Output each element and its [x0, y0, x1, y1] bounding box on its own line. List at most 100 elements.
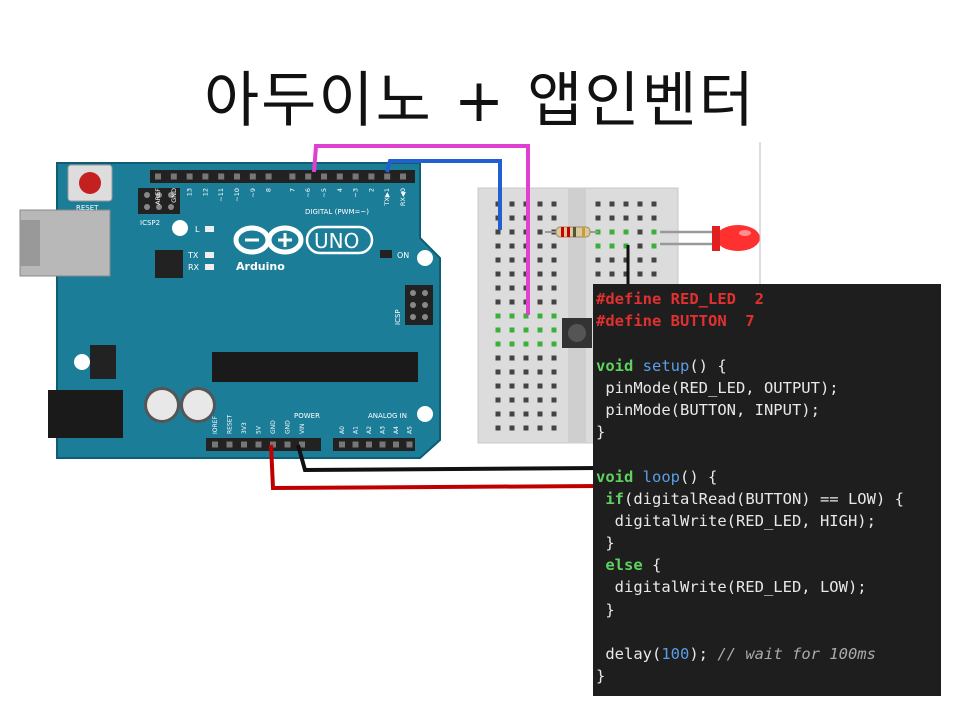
- breadboard-hole: [509, 271, 515, 277]
- digital-pin-label: 2: [367, 188, 375, 192]
- icsp2-header: [138, 188, 180, 214]
- digital-pin-hole: [289, 173, 296, 180]
- breadboard-hole: [595, 215, 601, 221]
- code-token: }: [596, 534, 615, 553]
- code-token: // wait for 100ms: [717, 645, 876, 663]
- power-pin-hole: [299, 441, 305, 448]
- analog-pin-hole: [339, 441, 345, 448]
- icsp2-label: ICSP2: [140, 219, 160, 227]
- breadboard-hole: [509, 257, 515, 263]
- breadboard-hole: [523, 369, 529, 375]
- code-token: void: [596, 467, 643, 486]
- code-token: 100: [661, 645, 690, 663]
- code-token: setup: [642, 356, 690, 375]
- breadboard-hole: [651, 215, 657, 221]
- analog-header: [333, 438, 415, 451]
- breadboard-hole: [509, 355, 515, 361]
- breadboard-hole: [509, 215, 515, 221]
- push-button: [562, 318, 592, 348]
- code-line: if(digitalRead(BUTTON) == LOW) {: [596, 488, 941, 510]
- code-line: else {: [596, 554, 941, 576]
- breadboard-hole: [509, 397, 515, 403]
- code-token: }: [596, 600, 615, 619]
- digital-pin-hole: [202, 173, 209, 180]
- breadboard-hole: [537, 257, 543, 263]
- breadboard-hole: [551, 341, 557, 347]
- breadboard-hole: [551, 313, 557, 319]
- analog-pin-hole: [366, 441, 372, 448]
- breadboard-hole: [537, 243, 543, 249]
- breadboard-hole: [495, 341, 501, 347]
- digital-header: [150, 170, 415, 183]
- digital-pin-hole: [155, 173, 161, 180]
- slide-title: 아두이노 + 앱인벤터: [203, 66, 757, 136]
- tx-led-label: TX: [187, 251, 199, 260]
- digital-pin-label: ~10: [233, 188, 241, 202]
- breadboard-hole: [523, 355, 529, 361]
- breadboard-hole: [537, 215, 543, 221]
- digital-pin-hole: [218, 173, 225, 180]
- code-token: if: [596, 489, 624, 508]
- breadboard-hole: [495, 355, 501, 361]
- analog-pin-label: A1: [353, 426, 360, 434]
- code-token: }: [596, 667, 606, 686]
- icsp-header: [405, 285, 433, 325]
- power-pin-hole: [284, 441, 291, 448]
- wire-pink: [312, 144, 530, 315]
- digital-pin-label: ~6: [304, 188, 312, 198]
- code-line: #define BUTTON 7: [596, 310, 941, 332]
- breadboard-hole: [509, 425, 515, 431]
- wire-black: [296, 444, 601, 473]
- digital-pin-hole: [186, 173, 193, 180]
- code-line: }: [596, 421, 941, 443]
- breadboard-hole: [537, 341, 543, 347]
- breadboard-hole: [495, 313, 501, 319]
- breadboard-hole: [651, 201, 657, 207]
- breadboard-hole: [509, 369, 515, 375]
- code-line: [596, 443, 941, 465]
- power-pin-label: IOREF: [212, 416, 219, 434]
- on-led-label: ON: [397, 251, 409, 260]
- breadboard-hole: [551, 271, 557, 277]
- analog-label: ANALOG IN: [368, 412, 407, 420]
- breadboard-hole: [651, 271, 657, 277]
- breadboard-hole: [609, 271, 615, 277]
- breadboard-hole: [551, 411, 557, 417]
- code-token: #define BUTTON 7: [596, 312, 755, 331]
- breadboard-hole: [509, 327, 515, 333]
- breadboard-hole: [509, 299, 515, 305]
- power-label: POWER: [294, 412, 320, 420]
- breadboard-hole: [537, 383, 543, 389]
- digital-pin-label: AREF: [154, 188, 162, 205]
- power-pin-hole: [255, 441, 262, 448]
- breadboard-hole: [551, 285, 557, 291]
- breadboard-hole: [637, 229, 643, 235]
- breadboard-hole: [551, 201, 557, 207]
- breadboard-hole: [595, 271, 601, 277]
- code-line: pinMode(RED_LED, OUTPUT);: [596, 377, 941, 399]
- breadboard-hole: [551, 425, 557, 431]
- code-line: pinMode(BUTTON, INPUT);: [596, 399, 941, 421]
- code-line: }: [596, 532, 941, 554]
- uno-label: UNO: [314, 229, 359, 253]
- breadboard-hole: [637, 243, 643, 249]
- code-line: void loop() {: [596, 466, 941, 488]
- breadboard-hole: [537, 425, 543, 431]
- breadboard-hole: [623, 215, 629, 221]
- breadboard-hole: [609, 201, 615, 207]
- code-token: pinMode(RED_LED, OUTPUT);: [596, 378, 839, 397]
- power-header: [206, 438, 321, 451]
- breadboard-hole: [495, 243, 501, 249]
- code-token: delay(: [596, 645, 662, 663]
- code-line: [596, 332, 941, 354]
- breadboard-hole: [551, 257, 557, 263]
- reset-label: RESET: [76, 204, 99, 212]
- digital-label: DIGITAL (PWM=~): [305, 208, 369, 216]
- regulator: [90, 345, 116, 379]
- digital-pin-hole: [170, 173, 177, 180]
- breadboard-hole: [637, 215, 643, 221]
- code-token: digitalWrite(RED_LED, HIGH);: [596, 511, 876, 530]
- digital-pin-label: 12: [201, 188, 209, 196]
- code-line: void setup() {: [596, 355, 941, 377]
